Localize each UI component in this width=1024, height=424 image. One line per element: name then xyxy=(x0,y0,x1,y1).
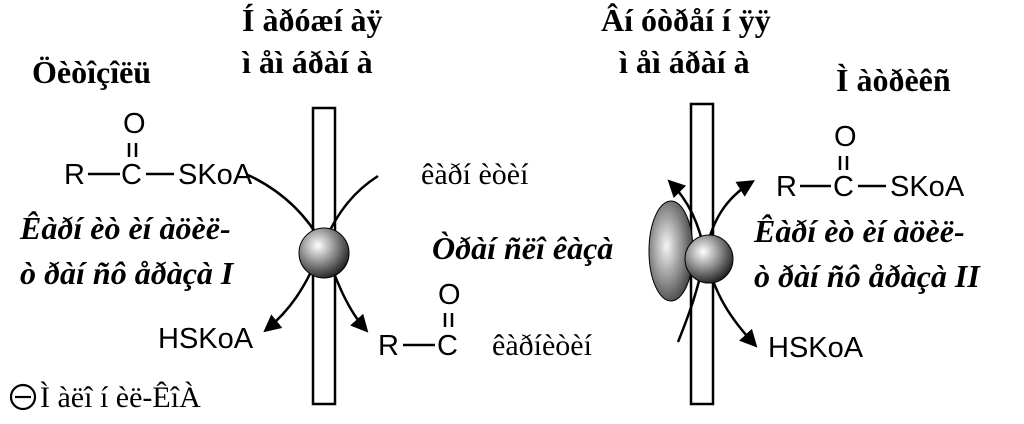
cpt1-label-line1: Êàðí èò èí àöèë- xyxy=(20,210,231,246)
cpt1-label-line2: ò ðàí ñô åðàçà I xyxy=(20,255,234,291)
carnitine-label: êàðí èòèí xyxy=(421,158,529,191)
outer-membrane-label-line2: ì åì áðàí à xyxy=(242,44,373,80)
cpt2-label-line1: Êàðí èò èí àöèë- xyxy=(754,213,965,249)
acylcarnitine-c: C xyxy=(437,330,458,362)
cpt1-enzyme-sphere xyxy=(298,227,350,279)
translocase-label: Òðàí ñëî êàçà xyxy=(432,230,614,266)
inner-membrane-label-line1: Âí óòðåí í ÿÿ xyxy=(601,2,771,38)
hskoa-right-label: HSKoA xyxy=(768,332,864,364)
acyl-coa-right-o: O xyxy=(834,121,857,153)
inhibitor-symbol xyxy=(9,383,37,411)
acyl-coa-right-skoa: SKoA xyxy=(890,171,965,203)
acyl-coa-left-c: C xyxy=(121,159,142,191)
acyl-coa-left-o: O xyxy=(123,108,146,140)
outer-membrane-label-line1: Í àðóæí àÿ xyxy=(242,2,383,38)
inner-membrane-label-line2: ì åì áðàí à xyxy=(619,44,750,80)
acylcarnitine-group-label: êàðíèòèí xyxy=(492,329,592,362)
cpt2-label-line2: ò ðàí ñô åðàçà II xyxy=(754,258,980,294)
acylcarnitine-r: R xyxy=(378,330,399,362)
matrix-label: Ì àòðèêñ xyxy=(836,62,951,98)
acyl-coa-left: O R C SKoA xyxy=(64,108,253,191)
cpt2-enzyme-sphere xyxy=(684,234,734,284)
acylcarnitine-o: O xyxy=(438,279,461,311)
acylcarnitine: O R C xyxy=(378,279,461,362)
cytosol-label: Öèòîçîëü xyxy=(32,54,152,90)
acyl-coa-left-skoa: SKoA xyxy=(178,159,253,191)
acyl-coa-right-r: R xyxy=(776,171,797,203)
inhibitor-label: Ì àëî í èë-ÊîÀ xyxy=(40,381,201,414)
acyl-coa-right-c: C xyxy=(833,171,854,203)
acyl-coa-left-r: R xyxy=(64,159,85,191)
acyl-coa-right: O R C SKoA xyxy=(776,121,965,203)
hskoa-left-label: HSKoA xyxy=(158,323,254,355)
